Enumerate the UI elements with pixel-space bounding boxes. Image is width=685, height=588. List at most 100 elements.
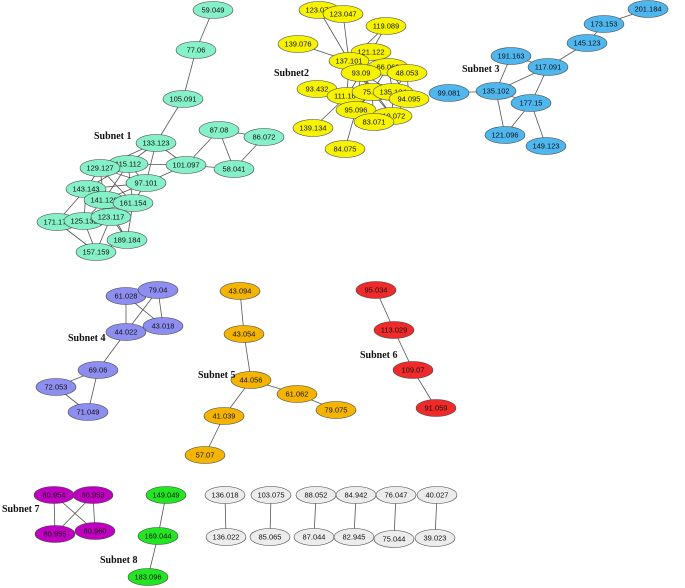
node-label: 80.955	[44, 530, 67, 539]
node-label: 88.052	[305, 491, 328, 500]
node-shape	[223, 325, 265, 343]
node-label: 77.06	[187, 46, 206, 55]
node-label: 141.129	[90, 196, 117, 205]
subnet-1-label: Subnet 1	[94, 131, 132, 142]
node-shape	[527, 58, 569, 76]
node-shape	[333, 528, 375, 546]
node-label: 58.041	[223, 165, 246, 174]
node: 86.072	[243, 128, 285, 146]
node: 145.123	[566, 34, 608, 52]
node: 77.06	[175, 41, 217, 59]
node-label: 143.143	[72, 185, 99, 194]
node-label: 71.049	[77, 408, 100, 417]
node: 94.095	[388, 90, 430, 108]
node-shape	[355, 281, 397, 299]
node: 69.06	[77, 361, 119, 379]
node: 139.134	[292, 119, 334, 137]
node-label: 135.102	[482, 87, 509, 96]
node-label: 191.163	[497, 52, 524, 61]
node-label: 171.173	[43, 218, 70, 227]
node-shape	[35, 378, 77, 396]
node-label: 149.049	[152, 491, 179, 500]
node-label: 117.091	[535, 63, 562, 72]
node: 80.953	[72, 486, 114, 504]
node-label: 44.022	[115, 328, 138, 337]
node-label: 137.101	[335, 57, 362, 66]
node-label: 161.154	[119, 199, 146, 208]
node-label: 80.954	[43, 491, 66, 500]
node-label: 87.08	[210, 126, 229, 135]
node-shape	[484, 126, 526, 144]
node-label: 169.044	[144, 532, 171, 541]
node: 80.955	[34, 525, 76, 543]
node-shape	[414, 529, 456, 547]
node-label: 115.112	[115, 160, 141, 169]
node-label: 84.942	[345, 491, 368, 500]
node-label: 87.044	[303, 533, 326, 542]
subnet-3-label: Subnet 3	[462, 64, 500, 75]
node-shape	[198, 121, 240, 139]
node-label: 109.07	[402, 366, 425, 375]
node-shape	[127, 568, 169, 586]
node-shape	[353, 113, 395, 131]
node-label: 135.134	[379, 88, 406, 97]
node-label: 59.049	[202, 6, 225, 15]
node: 121.096	[484, 126, 526, 144]
node-label: 121.096	[491, 131, 518, 140]
node-shape	[72, 486, 114, 504]
node-label: 123.047	[329, 10, 356, 19]
node-shape	[175, 41, 217, 59]
node: 57.07	[184, 446, 226, 464]
node-label: 101.097	[172, 161, 199, 170]
node-label: 139.134	[299, 124, 326, 133]
node-label: 40.027	[426, 491, 449, 500]
node-shape	[315, 401, 357, 419]
node: 133.123	[135, 134, 177, 152]
node-label: 39.023	[424, 534, 447, 543]
node-shape	[566, 34, 608, 52]
node: 183.096	[127, 568, 169, 586]
node-label: 173.153	[590, 20, 617, 29]
node: 191.163	[490, 47, 532, 65]
node: 61.062	[276, 385, 318, 403]
node-shape	[135, 134, 177, 152]
node-shape	[249, 528, 291, 546]
node-label: 123.117	[98, 213, 125, 222]
node-label: 79.04	[149, 286, 168, 295]
node-label: 86.072	[253, 133, 276, 142]
node-label: 123.076	[305, 6, 332, 15]
node: 43.054	[223, 325, 265, 343]
node-label: 157.159	[82, 248, 109, 257]
node-shape	[510, 94, 552, 112]
node: 80.960	[74, 522, 116, 540]
node: 48.053	[386, 64, 428, 82]
node-layer: 59.04977.06105.091133.12387.0886.072115.…	[33, 0, 669, 586]
node-label: 61.062	[286, 390, 309, 399]
node-shape	[90, 208, 132, 226]
node-shape	[292, 119, 334, 137]
node-label: 95.096	[345, 106, 368, 115]
node-label: 125.132	[70, 217, 97, 226]
node-label: 82.945	[343, 533, 366, 542]
node-label: 129.127	[86, 164, 113, 173]
node-label: 113.029	[381, 326, 408, 335]
node: 161.154	[112, 194, 154, 212]
node: 58.041	[213, 160, 255, 178]
node-label: 80.953	[82, 491, 105, 500]
node: 39.023	[414, 529, 456, 547]
node-shape	[165, 156, 207, 174]
node: 79.04	[137, 281, 179, 299]
node-shape	[340, 64, 382, 82]
node-shape	[184, 446, 226, 464]
node-shape	[324, 140, 366, 158]
node-label: 44.056	[240, 376, 263, 385]
node: 85.065	[249, 528, 291, 546]
node: 87.044	[293, 528, 335, 546]
node-shape	[213, 160, 255, 178]
node-shape	[230, 371, 272, 389]
node-label: 201.184	[634, 5, 661, 14]
node-label: 69.06	[89, 366, 108, 375]
node: 113.029	[373, 321, 415, 339]
node-shape	[75, 243, 117, 261]
node-shape	[204, 486, 246, 504]
